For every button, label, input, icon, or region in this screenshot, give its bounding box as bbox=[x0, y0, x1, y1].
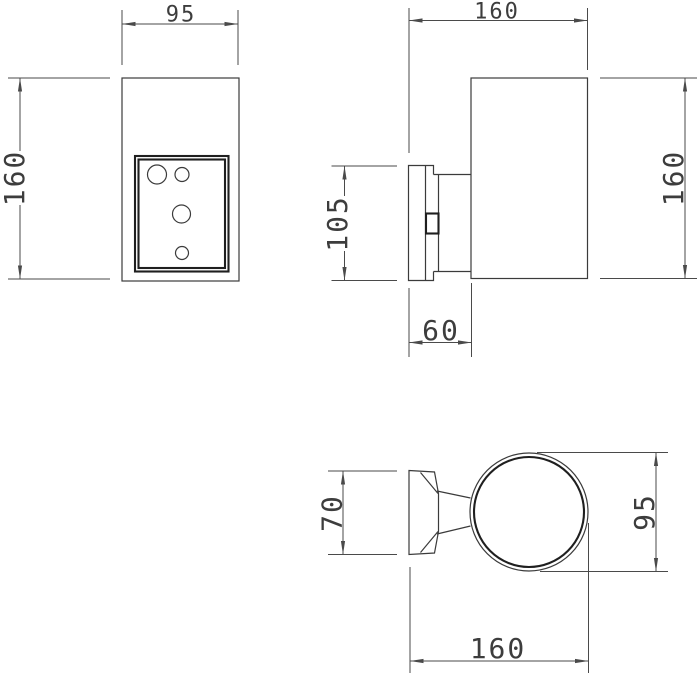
dim-side-depth: 160 bbox=[408, 0, 588, 153]
dim-top-total-depth: 160 bbox=[409, 523, 589, 673]
side-view: 160 160 105 60 bbox=[321, 0, 697, 357]
top-neck-lower bbox=[436, 525, 471, 535]
front-hole-top-right bbox=[174, 166, 190, 183]
top-wall-plate bbox=[408, 469, 440, 556]
dim-side-plate-height-label: 105 bbox=[321, 195, 354, 252]
side-screw-block bbox=[424, 212, 440, 235]
front-view: 95 160 bbox=[0, 3, 240, 282]
top-body-outer-circle bbox=[469, 452, 589, 572]
dim-front-height: 160 bbox=[0, 77, 110, 280]
dim-top-body-diameter: 95 bbox=[537, 452, 668, 572]
dim-side-bracket-depth-label: 60 bbox=[422, 314, 460, 347]
dim-side-height-label: 160 bbox=[657, 150, 690, 207]
front-body-outline bbox=[121, 77, 240, 282]
front-hole-middle bbox=[171, 204, 192, 224]
dim-front-width: 95 bbox=[121, 3, 239, 65]
dim-side-height: 160 bbox=[600, 77, 697, 279]
front-mounting-plate-outer bbox=[133, 154, 230, 273]
dim-top-plate-width: 70 bbox=[316, 470, 397, 555]
side-wall-plate bbox=[407, 164, 435, 282]
dim-text-mask bbox=[325, 196, 349, 251]
dim-text-mask bbox=[1, 151, 26, 205]
dim-side-plate-height: 105 bbox=[321, 165, 397, 281]
dim-top-total-depth-label: 160 bbox=[470, 632, 527, 665]
dim-side-bracket-depth: 60 bbox=[408, 283, 472, 357]
dim-front-height-label: 160 bbox=[0, 150, 31, 207]
side-body-outline bbox=[470, 77, 589, 280]
front-mounting-plate-inner bbox=[137, 158, 227, 270]
dim-side-depth-label: 160 bbox=[474, 0, 520, 25]
front-hole-bottom bbox=[174, 245, 190, 261]
top-body-inner-circle bbox=[472, 455, 586, 569]
dim-top-body-diameter-label: 95 bbox=[628, 493, 661, 531]
top-neck-upper bbox=[436, 490, 471, 499]
top-view: 70 95 160 bbox=[316, 452, 668, 673]
dim-top-plate-width-label: 70 bbox=[316, 494, 349, 532]
top-plate-bevel-lower bbox=[420, 531, 439, 553]
dim-front-width-label: 95 bbox=[166, 3, 197, 28]
top-plate-bevel-upper bbox=[420, 472, 439, 494]
front-hole-top-left bbox=[146, 164, 168, 185]
